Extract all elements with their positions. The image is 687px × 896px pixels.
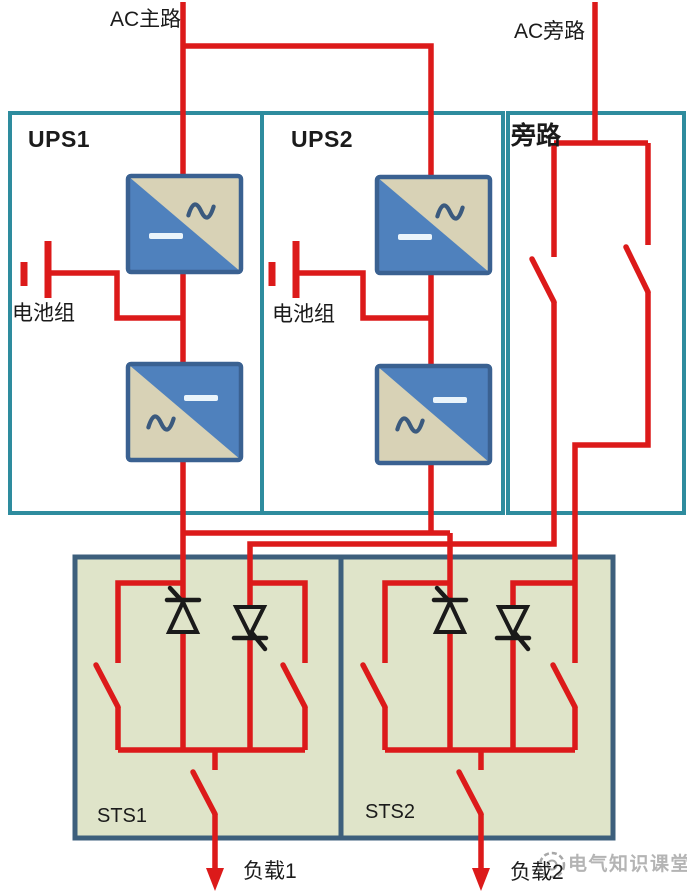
dc-minus-icon (184, 395, 218, 401)
ups2-rectifier-block (374, 174, 493, 276)
sts-container-box (72, 554, 616, 841)
load2-switch-open-icon (456, 769, 484, 817)
ac-bypass-wire (551, 2, 648, 257)
ups2-inverter-block (374, 363, 493, 466)
sine-icon (435, 203, 465, 221)
battery1-wire (48, 270, 183, 321)
ac-main-label: AC主路 (110, 8, 182, 31)
bypass-title: 旁路 (511, 122, 562, 150)
ac-bypass-label: AC旁路 (514, 20, 586, 43)
cabinet-boxes (8, 111, 686, 515)
bypass-box (506, 111, 686, 515)
sts1-right-branch-wire (250, 580, 308, 663)
sts2-left-branch-wire (382, 580, 450, 663)
watermark-text: 电气知识课堂 (568, 854, 687, 875)
battery2-wire (296, 270, 431, 321)
sts2-inner-right-wire (510, 580, 575, 750)
load2-output (456, 750, 490, 891)
ups1-title: UPS1 (28, 126, 91, 152)
thyristor-up-icon (431, 585, 469, 634)
converter-blocks (125, 173, 493, 466)
load1-output (190, 750, 224, 891)
bypass-switch1-open-icon (529, 256, 557, 305)
gear-icon (538, 851, 566, 879)
sts2-left-switch-open-icon (360, 662, 388, 710)
thyristor-down-icon (231, 605, 269, 652)
ups1-rectifier-block (125, 173, 244, 275)
battery2-label: 电池组 (272, 303, 335, 326)
sts1-title: STS1 (97, 805, 148, 827)
sine-icon (395, 416, 425, 434)
sts2-right-switch-open-icon (550, 662, 578, 710)
ac-main-wire (180, 2, 434, 177)
dc-minus-icon (398, 234, 432, 240)
battery1-label: 电池组 (12, 302, 75, 325)
bypass-to-sts1-wire (247, 302, 557, 750)
battery1-icon (20, 241, 52, 298)
load2-arrow-icon (472, 868, 490, 891)
thyristor-down-icon (494, 605, 532, 652)
sts1-left-switch-open-icon (93, 662, 121, 710)
load1-switch-open-icon (190, 769, 218, 817)
wiring (20, 2, 651, 891)
load1-arrow-icon (206, 868, 224, 891)
sts2-title: STS2 (365, 801, 416, 823)
load1-label: 负载1 (243, 860, 297, 883)
bypass-to-sts2-wire (572, 292, 651, 663)
thyristor-glyphs (164, 585, 532, 652)
ups2-output-wire (183, 463, 453, 750)
ups2-box (260, 111, 505, 515)
bypass-switch2-open-icon (623, 244, 651, 295)
sine-icon (146, 414, 176, 432)
ups1-inverter-block (125, 361, 244, 463)
dc-minus-icon (149, 233, 183, 239)
ups2-title: UPS2 (291, 126, 354, 152)
battery2-icon (268, 241, 300, 298)
thyristor-up-icon (164, 585, 202, 634)
sine-icon (186, 202, 216, 220)
dc-minus-icon (433, 397, 467, 403)
sts1-right-switch-open-icon (280, 662, 308, 710)
load2-label: 负载2 (510, 861, 564, 884)
sts1-left-branch-wire (115, 580, 183, 663)
